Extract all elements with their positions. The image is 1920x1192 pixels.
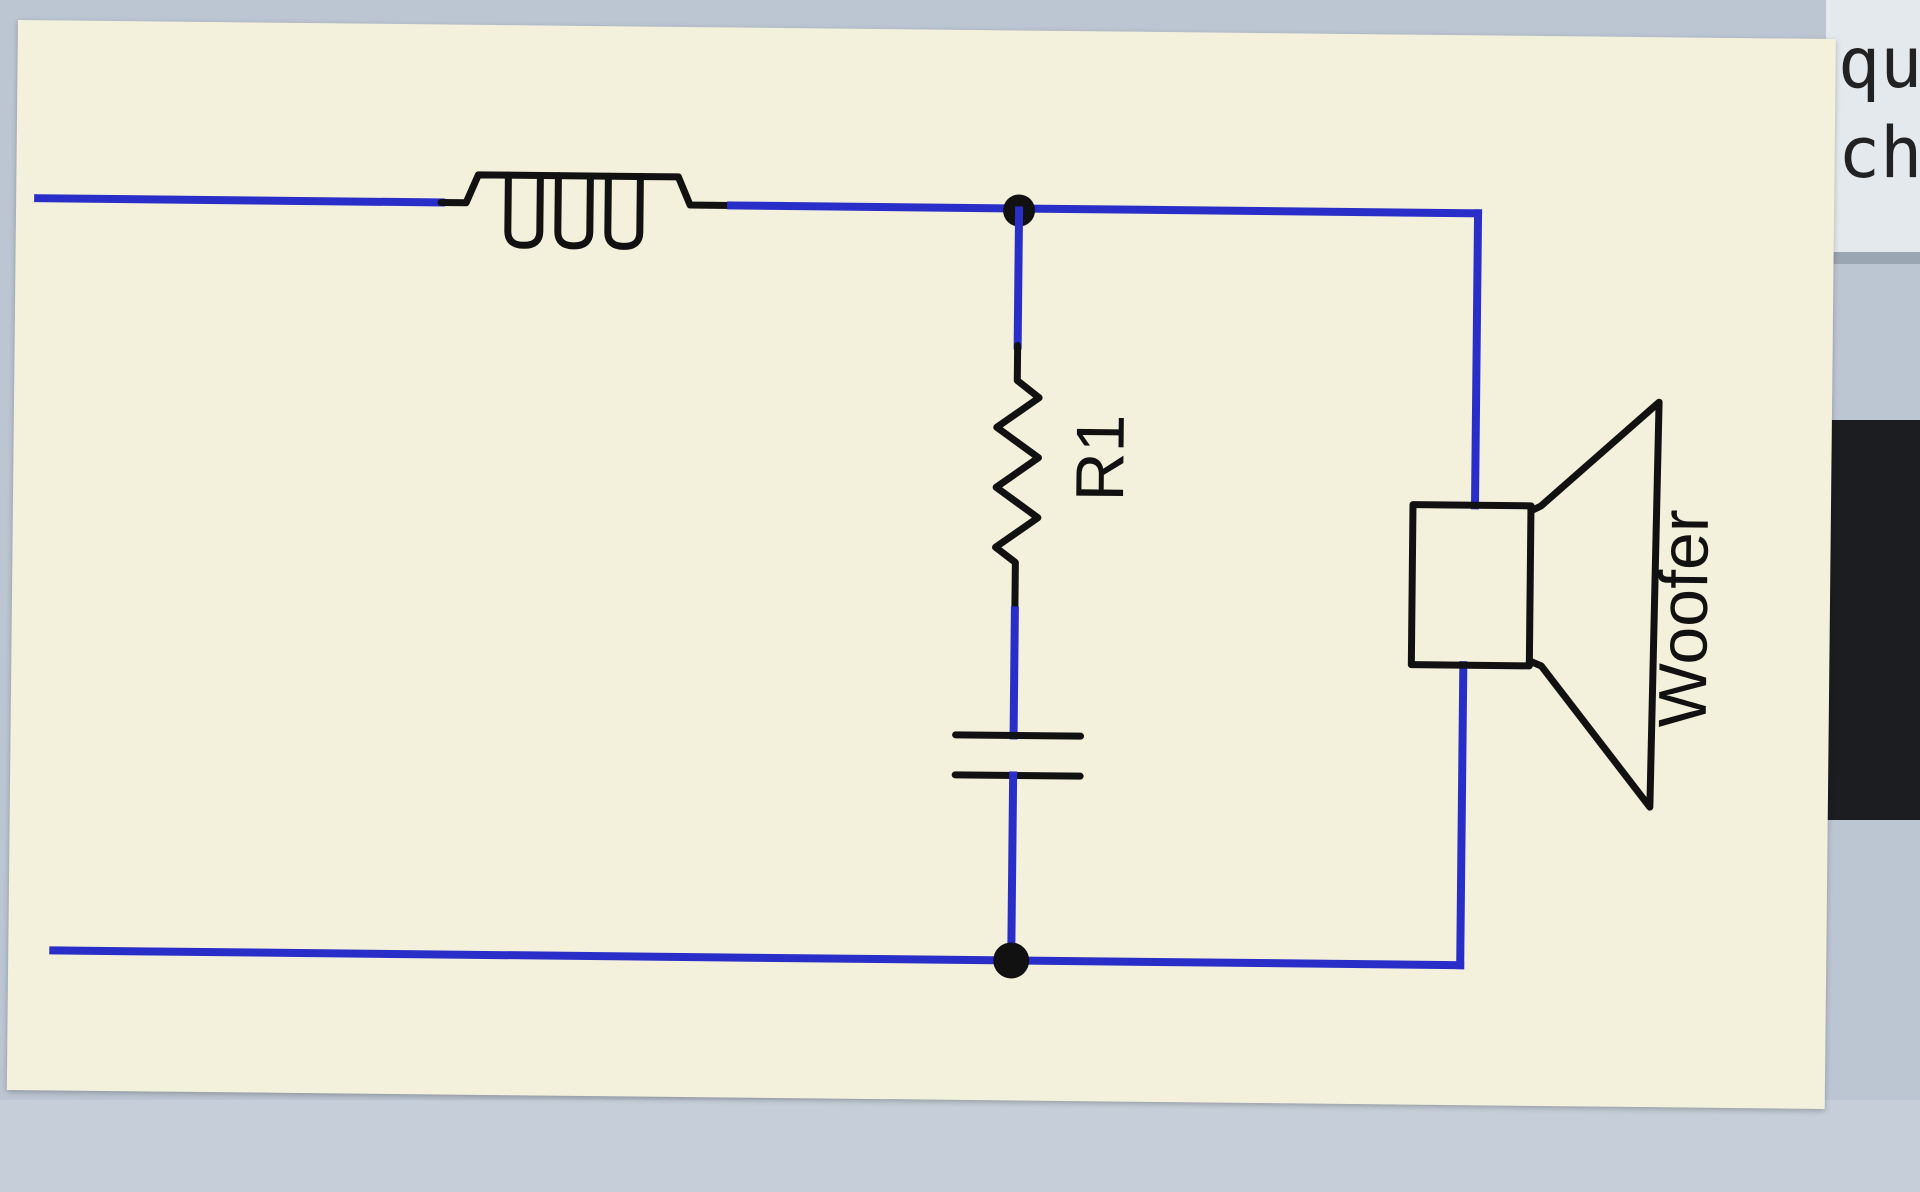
background-partial-text: qu xyxy=(1838,22,1920,104)
speaker-label: Woofer xyxy=(1645,509,1723,728)
wire-branch-upper xyxy=(1013,206,1024,350)
wire-speaker-top xyxy=(1470,209,1483,510)
background-dark-panel xyxy=(1826,420,1920,820)
wire-branch-middle xyxy=(1009,606,1019,740)
background-partial-text: ch xyxy=(1838,112,1920,194)
wire-speaker-bottom xyxy=(1456,661,1468,970)
schematic-panel: R1 Woofer xyxy=(6,20,1836,1109)
wire-input-top xyxy=(34,194,446,207)
speaker-magnet xyxy=(1407,501,1535,670)
speaker-cone xyxy=(1525,398,1663,811)
crossover-schematic: R1 Woofer xyxy=(34,171,1723,979)
inductor-symbol xyxy=(437,171,735,250)
capacitor-symbol xyxy=(951,731,1085,780)
wire-input-bottom xyxy=(49,946,1465,970)
junction-node-bottom xyxy=(993,942,1030,979)
wire-branch-lower xyxy=(1007,771,1018,965)
resistor-label: R1 xyxy=(1062,414,1139,502)
speaker-woofer: Woofer xyxy=(1407,398,1723,811)
wire-top-right xyxy=(727,201,1483,218)
resistor-r1: R1 xyxy=(992,341,1139,614)
